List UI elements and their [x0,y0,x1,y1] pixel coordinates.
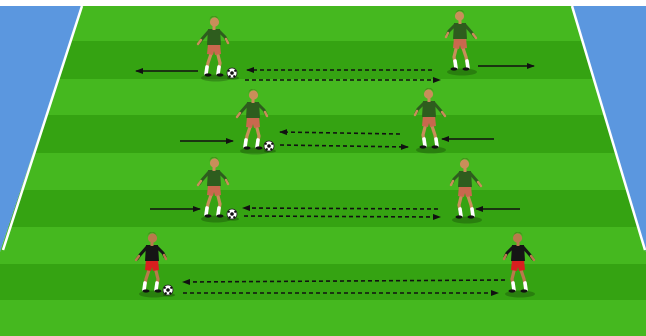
player-neck [213,26,216,30]
player-sock [525,283,526,290]
ball-patch [234,70,236,72]
ball-patch [265,143,267,145]
player-head [513,233,522,242]
pitch-stripe [0,115,646,153]
pitch-stripe [0,6,646,41]
pitch-stripe [0,41,646,79]
player-sock [257,140,258,147]
ball-patch [166,288,170,292]
pitch-stripe [0,264,646,300]
ball-patch [228,211,230,213]
player-sock [424,139,425,146]
ball-patch [271,143,273,145]
player-sock [218,67,219,74]
pitch [0,6,646,336]
pitch-stripe [0,227,646,264]
player-head [460,159,469,168]
ball-patch [230,71,234,75]
player-boot [432,145,439,148]
player-boot [217,73,224,76]
ball-patch [228,70,230,72]
player-head [148,233,157,242]
player-neck [428,98,431,102]
player-boot [463,67,470,70]
pitch-stripe [0,300,646,336]
ball-patch [233,75,235,77]
ball-patch [169,292,171,294]
pitch-stripes [0,6,646,336]
player-boot [456,215,463,218]
player-sock [206,67,207,74]
ball-patch [234,211,236,213]
player-boot [256,146,263,149]
player-sock [245,140,246,147]
ball-patch [233,216,235,218]
player-sock [467,61,468,68]
player-boot [244,146,251,149]
ball-patch [229,216,231,218]
player-head [424,89,433,98]
player-boot [468,215,475,218]
ball-patch [164,287,166,289]
player-sock [156,283,157,290]
player-boot [143,289,150,292]
player-neck [517,242,520,246]
player-boot [420,145,427,148]
player-boot [509,289,516,292]
pitch-stripe [0,79,646,115]
ball-patch [229,75,231,77]
player-head [210,17,219,26]
player-head [249,90,258,99]
player-sock [513,283,514,290]
ball-patch [165,292,167,294]
player-neck [213,167,216,171]
player-sock [218,208,219,215]
player-neck [459,20,462,24]
player-head [455,11,464,20]
player-neck [151,242,154,246]
player-sock [436,139,437,146]
player-sock [472,209,473,216]
player-boot [155,289,162,292]
ball-patch [170,287,172,289]
player-sock [144,283,145,290]
ball-patch [270,148,272,150]
player-boot [205,73,212,76]
player-sock [455,61,456,68]
player-sock [460,209,461,216]
ball-patch [266,148,268,150]
player-boot [451,67,458,70]
player-sock [206,208,207,215]
player-neck [252,99,255,103]
ball-patch [230,212,234,216]
player-head [210,158,219,167]
player-boot [217,214,224,217]
pitch-stripe [0,153,646,190]
player-boot [205,214,212,217]
player-neck [464,168,467,172]
player-boot [521,289,528,292]
ball-patch [267,144,271,148]
